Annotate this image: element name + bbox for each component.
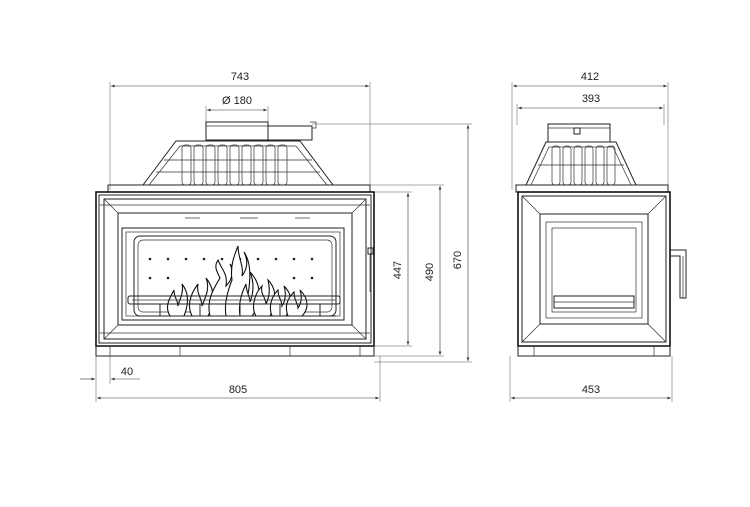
top-hood (142, 140, 334, 186)
dim-bottom-depth-label: 453 (582, 384, 600, 396)
dim-body-height: 490 (370, 184, 444, 357)
front-view: 743 Ø 180 (80, 71, 472, 402)
grate (127, 295, 341, 317)
firebox-window (127, 235, 341, 317)
dim-top-width-label: 743 (231, 71, 249, 83)
flue-collar (205, 121, 317, 141)
front-base (95, 345, 375, 357)
side-view: 412 393 (509, 71, 687, 402)
dim-total-height-label: 670 (452, 251, 464, 269)
dim-collar-depth: 393 (516, 93, 665, 125)
dim-top-depth: 412 (511, 71, 669, 190)
dim-offset: 40 (80, 356, 140, 384)
side-base (517, 345, 671, 357)
dim-body-height-label: 490 (424, 263, 436, 281)
dim-bottom-depth: 453 (509, 356, 673, 402)
dim-top-depth-label: 412 (581, 71, 599, 83)
air-holes (148, 257, 314, 280)
dim-door-height-label: 447 (392, 261, 404, 279)
side-top-plate (515, 184, 669, 193)
side-hood (525, 141, 637, 186)
dim-door-height: 447 (374, 191, 412, 347)
dim-offset-label: 40 (121, 366, 133, 378)
dim-flue-diameter: Ø 180 (205, 95, 269, 128)
top-plate (107, 184, 371, 193)
dim-flue-diameter-label: Ø 180 (222, 95, 252, 107)
dim-total-height: 670 (312, 123, 472, 363)
side-latch (367, 247, 374, 292)
flames (166, 245, 308, 317)
side-frame (517, 191, 671, 347)
dim-bottom-width-label: 805 (229, 384, 247, 396)
dim-bottom-width: 805 (95, 356, 381, 402)
dim-top-width: 743 (109, 71, 371, 190)
dim-collar-depth-label: 393 (582, 93, 600, 105)
side-flue-collar (547, 123, 611, 143)
door-handle (670, 249, 687, 299)
